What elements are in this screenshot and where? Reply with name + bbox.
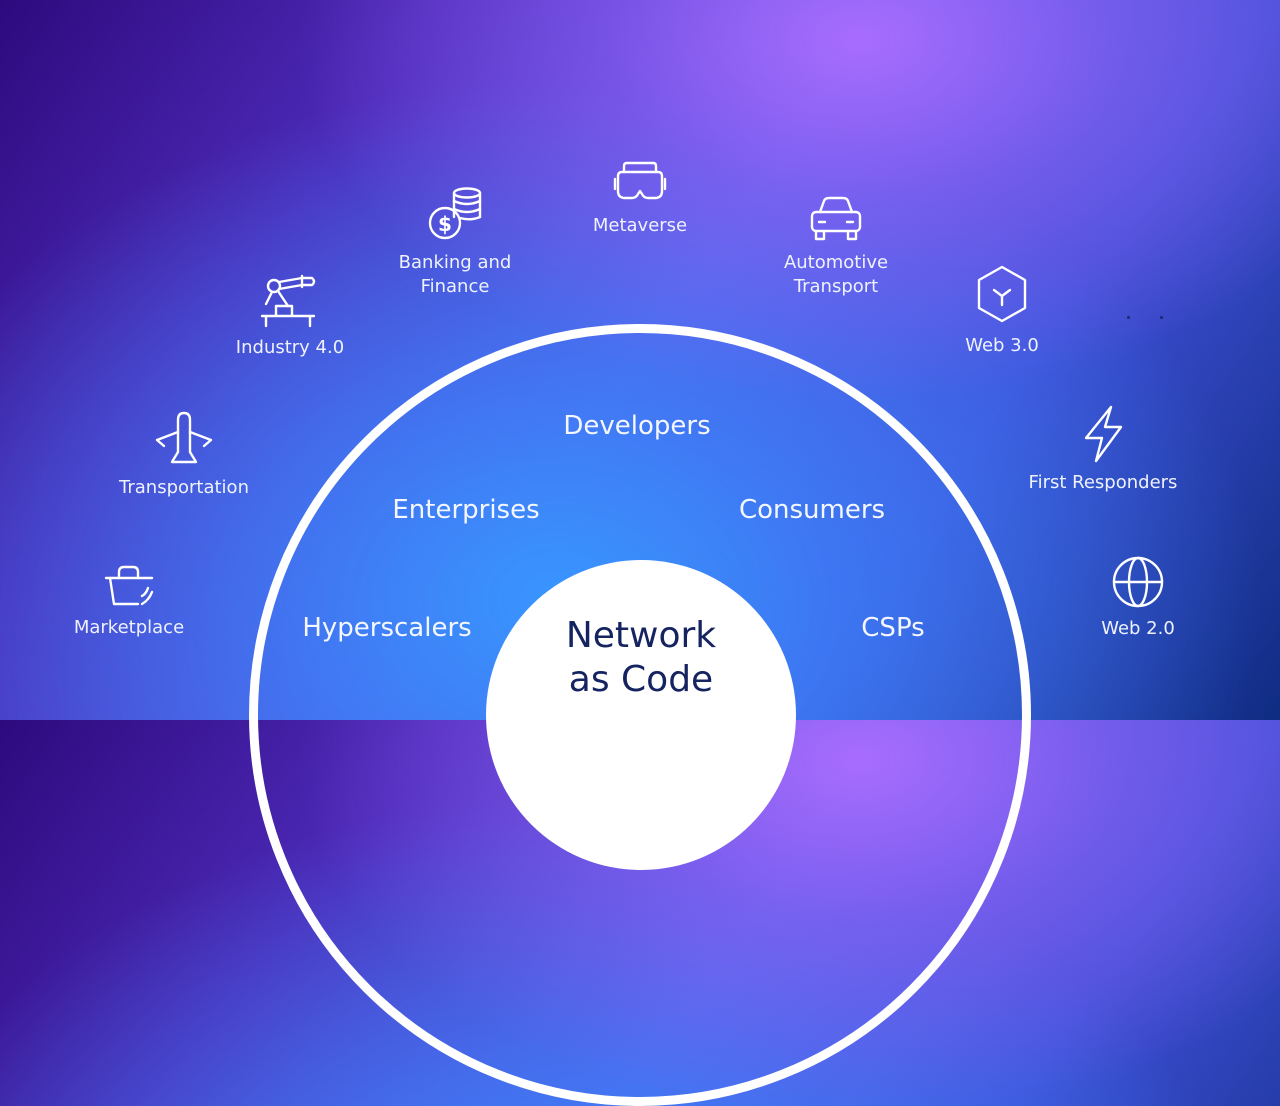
sector-transportation: Transportation	[84, 410, 284, 500]
sector-industry: Industry 4.0	[190, 274, 390, 360]
sector-marketplace: Marketplace	[29, 564, 229, 640]
sector-web3: Web 3.0	[902, 264, 1102, 358]
sector-automotive-transport: Automotive Transport	[736, 195, 936, 299]
coins-dollar-icon: $	[428, 187, 482, 240]
sector-marketplace-label: Marketplace	[73, 617, 185, 638]
sector-banking-finance: $ Banking and Finance	[355, 185, 555, 299]
center-label-line1: Network	[565, 615, 717, 656]
sector-automotive-transport-line1: Automotive	[783, 252, 889, 273]
sector-banking-finance-line2: Finance	[420, 276, 490, 297]
sector-first-responders: First Responders	[1003, 405, 1203, 495]
center-circle	[486, 560, 796, 870]
segment-csps: CSPs	[861, 613, 925, 643]
sector-metaverse-label: Metaverse	[592, 215, 688, 236]
decorative-dots	[1126, 316, 1166, 322]
sector-web2: Web 2.0	[1038, 555, 1238, 641]
sector-metaverse: Metaverse	[540, 160, 740, 238]
robot-arm-icon	[260, 274, 316, 328]
globe-icon	[1112, 556, 1164, 608]
ecosystem-diagram: Network as Code Developers Enterprises C…	[29, 160, 1238, 1106]
svg-text:$: $	[438, 212, 452, 236]
sector-first-responders-label: First Responders	[1028, 472, 1178, 493]
center-label-line2: as Code	[568, 659, 714, 700]
sector-web2-label: Web 2.0	[1101, 618, 1175, 639]
cube-icon	[977, 265, 1027, 323]
sector-web3-label: Web 3.0	[965, 335, 1039, 356]
segment-developers: Developers	[563, 411, 711, 441]
sector-automotive-transport-label: Automotive Transport	[736, 251, 936, 299]
segment-consumers: Consumers	[738, 495, 886, 525]
center-label: Network as Code	[486, 614, 796, 702]
segment-enterprises: Enterprises	[392, 495, 540, 525]
airplane-icon	[155, 411, 213, 464]
sector-transportation-label: Transportation	[119, 477, 249, 498]
sector-automotive-transport-line2: Transport	[793, 276, 879, 297]
sector-banking-finance-label: Banking and Finance	[355, 251, 555, 299]
sector-banking-finance-line1: Banking and	[398, 252, 512, 273]
sector-industry-label: Industry 4.0	[235, 337, 345, 358]
segment-hyperscalers: Hyperscalers	[302, 613, 472, 643]
basket-icon	[104, 565, 154, 606]
car-icon	[810, 196, 862, 241]
lightning-icon	[1084, 405, 1123, 463]
vr-headset-icon	[613, 161, 667, 200]
